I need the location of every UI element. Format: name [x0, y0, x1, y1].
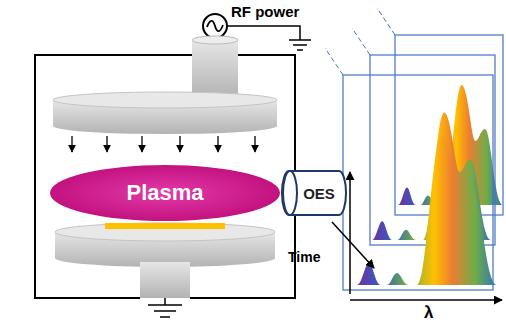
node-text: OES: [293, 185, 335, 202]
source-label: RF power: [231, 3, 299, 20]
axis-label: Time: [288, 249, 320, 265]
bottom-electrode: [55, 223, 275, 298]
top-electrode: [53, 36, 277, 134]
plasma-region: Plasma: [50, 165, 280, 221]
axis-arrow: [332, 172, 502, 300]
oes-detector: OES: [282, 170, 346, 216]
axis-label: λ: [424, 303, 433, 323]
wafer: [105, 223, 225, 229]
gas-flow-arrow: [72, 136, 255, 152]
spectra-stack: [325, 8, 503, 290]
node-text: Plasma: [126, 180, 203, 206]
chamber-wall: [35, 55, 295, 298]
ground-symbol: [148, 298, 182, 317]
